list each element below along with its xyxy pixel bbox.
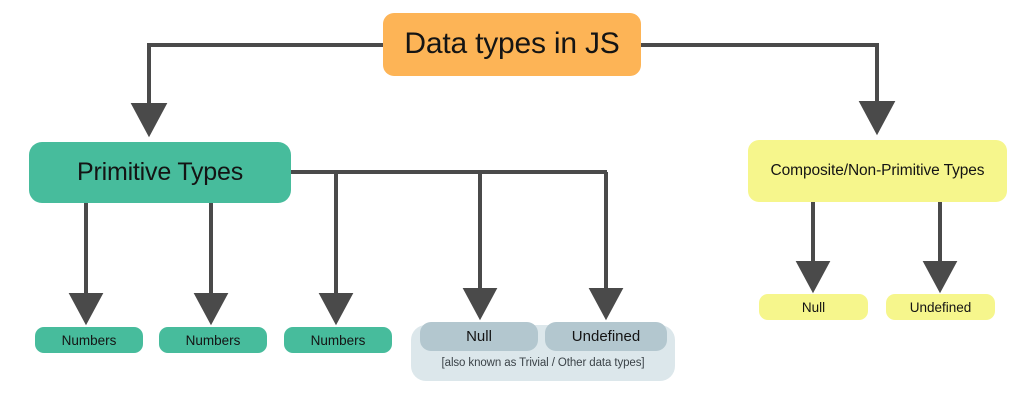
arrowhead-numbers-1 [68, 293, 104, 326]
node-numbers-2[interactable]: Numbers [159, 327, 267, 353]
arrowhead-null-right [795, 261, 831, 294]
arrowhead-numbers-2 [193, 293, 229, 326]
arrowhead-null-left [462, 288, 498, 321]
node-composite-types[interactable]: Composite/Non-Primitive Types [748, 140, 1007, 202]
arrowhead-undefined-left [588, 288, 624, 321]
connector-root-to-primitive [147, 43, 383, 107]
arrowhead-undefined-right [922, 261, 958, 294]
node-null-composite[interactable]: Null [759, 294, 868, 320]
node-undefined-composite[interactable]: Undefined [886, 294, 995, 320]
node-undefined-primitive[interactable]: Undefined [545, 322, 667, 351]
node-numbers-3[interactable]: Numbers [284, 327, 392, 353]
connector-root-to-composite [641, 43, 879, 105]
arrowhead-composite [858, 101, 896, 136]
arrowhead-primitive [130, 103, 168, 138]
node-null-primitive[interactable]: Null [420, 322, 538, 351]
node-root-data-types[interactable]: Data types in JS [383, 13, 641, 76]
node-numbers-1[interactable]: Numbers [35, 327, 143, 353]
arrowhead-numbers-3 [318, 293, 354, 326]
trivial-group-caption: [also known as Trivial / Other data type… [441, 357, 645, 369]
node-primitive-types[interactable]: Primitive Types [29, 142, 291, 203]
